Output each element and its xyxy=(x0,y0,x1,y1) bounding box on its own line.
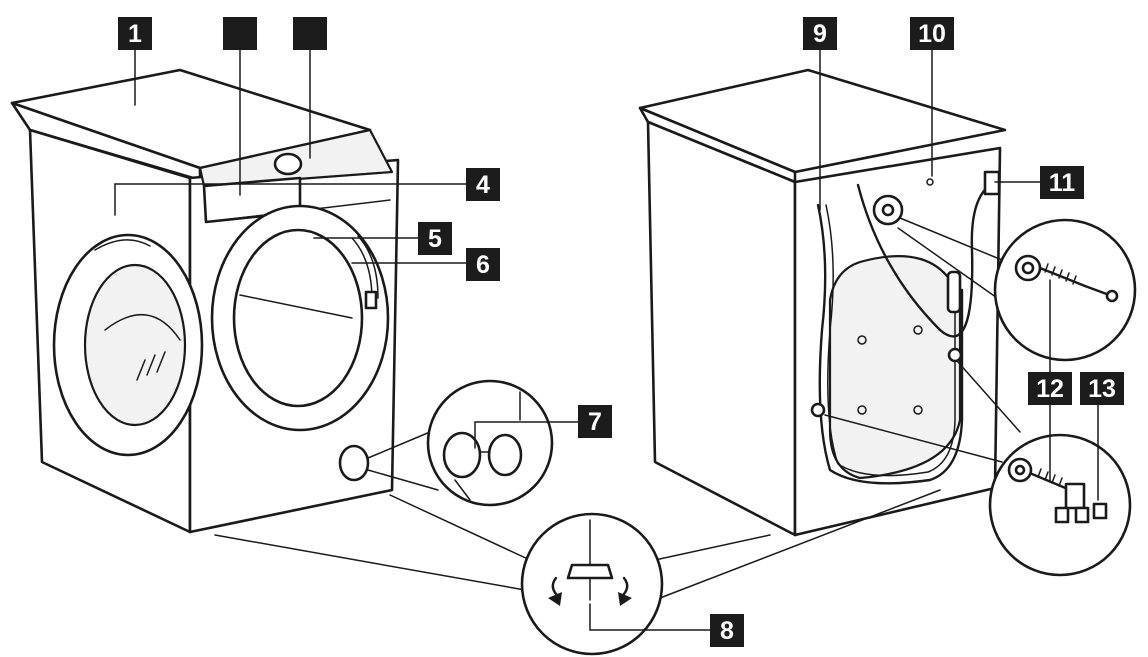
svg-text:11: 11 xyxy=(1049,169,1076,197)
svg-text:4: 4 xyxy=(476,171,490,199)
bolt-zoom-top xyxy=(897,217,1137,362)
front-machine xyxy=(10,68,400,534)
svg-text:8: 8 xyxy=(720,617,734,645)
adjustable-foot xyxy=(566,563,614,580)
svg-text:5: 5 xyxy=(428,225,442,253)
transit-clip xyxy=(1064,482,1086,510)
svg-text:10: 10 xyxy=(918,20,946,48)
drum-opening xyxy=(232,228,364,408)
back-machine xyxy=(638,68,1007,537)
foot-zoom-circle xyxy=(520,512,664,656)
svg-text:9: 9 xyxy=(813,20,827,48)
plastic-cap-3 xyxy=(1092,502,1108,520)
callout-13: 13 xyxy=(1080,372,1124,405)
bolt-zoom-bottom-circle xyxy=(988,433,1132,577)
callout-3 xyxy=(293,17,327,50)
hose-hook xyxy=(946,270,962,314)
drain-hose xyxy=(816,203,964,485)
callout-4: 4 xyxy=(466,168,500,201)
power-cable xyxy=(856,183,992,338)
callout-2 xyxy=(223,17,257,50)
callout-8: 8 xyxy=(710,614,744,647)
leader-lines xyxy=(114,49,1099,631)
plastic-cap-2 xyxy=(1074,506,1090,524)
svg-text:13: 13 xyxy=(1088,375,1116,403)
callout-9: 9 xyxy=(803,17,837,50)
door-catch xyxy=(364,290,378,310)
pump-filter-cap xyxy=(487,433,523,477)
svg-text:7: 7 xyxy=(588,408,602,436)
back-side-panel xyxy=(646,120,797,537)
filter-zoom xyxy=(367,379,554,507)
svg-text:1: 1 xyxy=(128,20,142,48)
power-plug xyxy=(983,170,1001,196)
callout-11: 11 xyxy=(1040,166,1084,199)
bolt-zoom-bottom xyxy=(824,361,1132,577)
svg-text:6: 6 xyxy=(476,251,490,279)
callout-6: 6 xyxy=(466,248,500,281)
emergency-drain-cap xyxy=(442,431,482,479)
callout-1: 1 xyxy=(118,17,152,50)
foot-zoom xyxy=(214,489,941,656)
plastic-cap-1 xyxy=(1054,506,1070,524)
back-plate xyxy=(828,255,962,480)
filter-hatch xyxy=(338,444,370,482)
callout-10: 10 xyxy=(910,17,954,50)
program-knob xyxy=(273,152,303,176)
svg-text:12: 12 xyxy=(1036,375,1064,403)
door-glass xyxy=(83,263,187,427)
callouts: 1 4 5 6 7 8 9 10 11 12 13 xyxy=(118,17,1124,647)
callout-5: 5 xyxy=(418,222,452,255)
callout-12: 12 xyxy=(1028,372,1072,405)
callout-7: 7 xyxy=(578,405,612,438)
bolt-zoom-top-circle xyxy=(993,218,1137,362)
